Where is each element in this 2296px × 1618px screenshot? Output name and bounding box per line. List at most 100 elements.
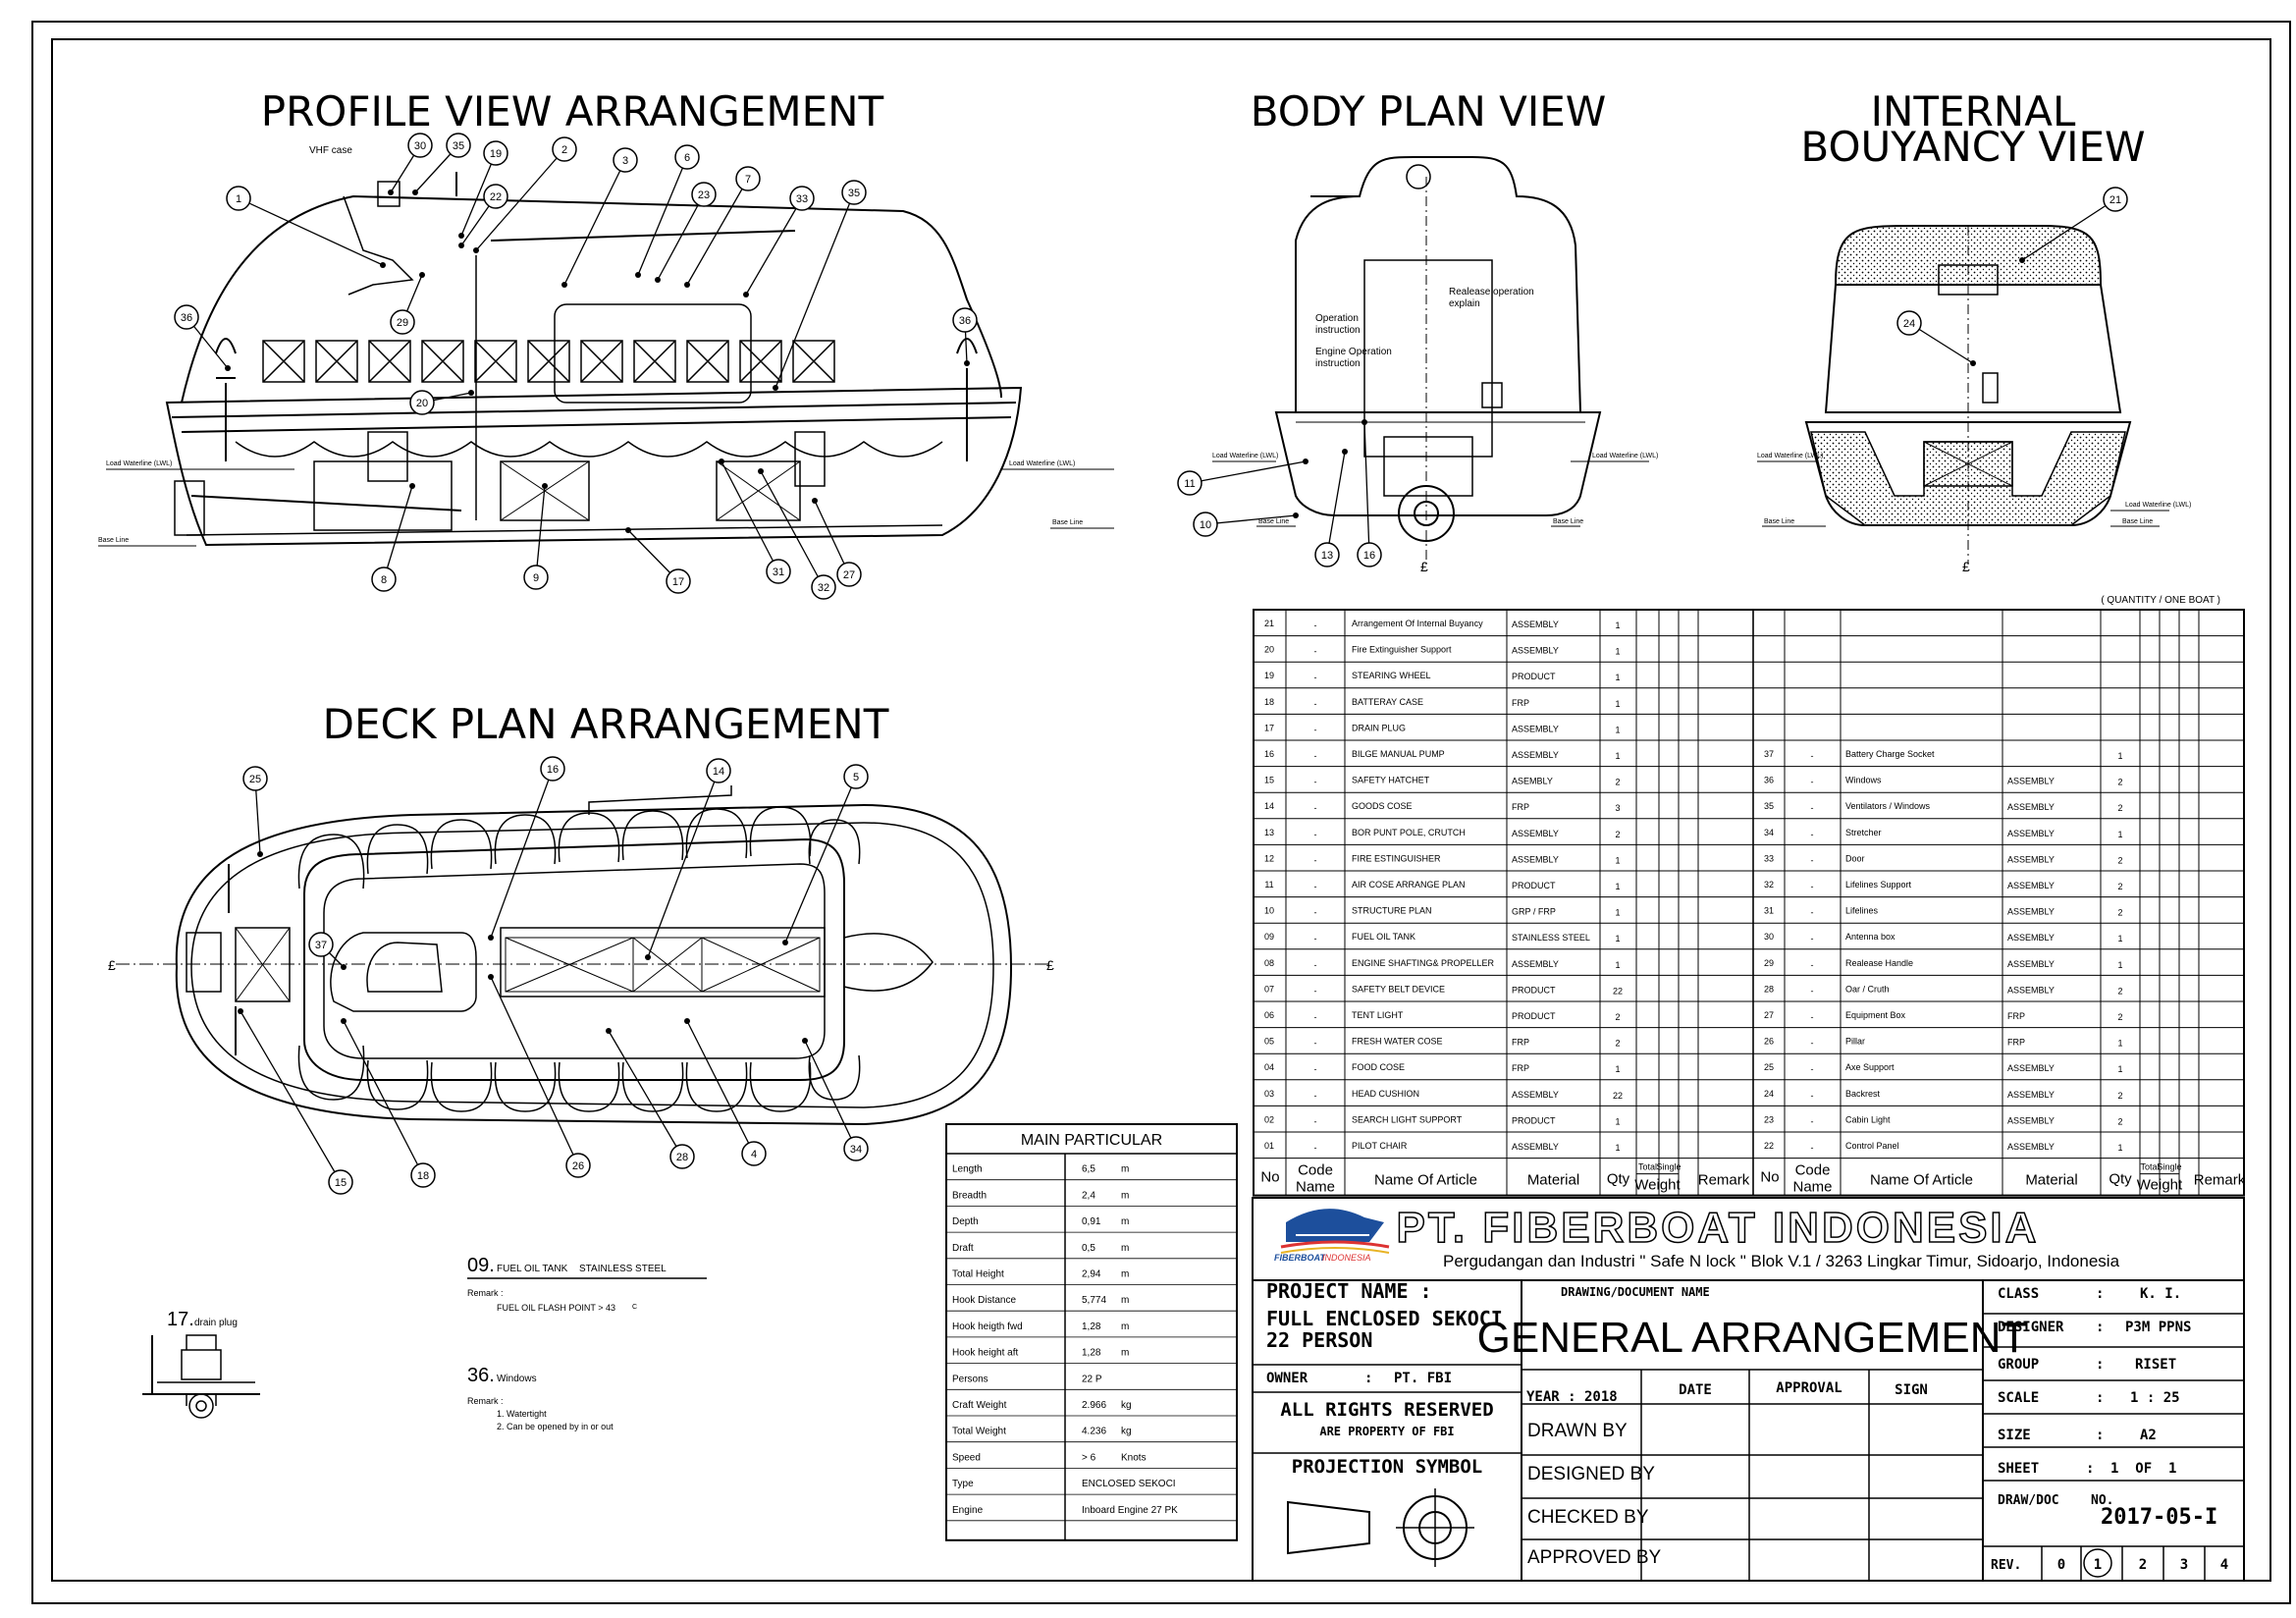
part-name: Cabin Light <box>1845 1114 1891 1124</box>
profile-balloon-number: 29 <box>397 317 408 329</box>
part-qty: 1 <box>1615 908 1620 918</box>
particular-unit: kg <box>1121 1427 1132 1437</box>
rev-3: 3 <box>2180 1557 2188 1573</box>
part-no: 24 <box>1764 1089 1774 1099</box>
part-qty: 2 <box>1615 830 1620 839</box>
particular-key: Length <box>952 1164 983 1175</box>
part-qty: 1 <box>2117 830 2122 839</box>
profile-fwd-hook <box>956 338 978 461</box>
part-name: FUEL OIL TANK <box>1352 932 1415 942</box>
part-qty: 2 <box>1615 1012 1620 1022</box>
particular-key: Hook heigth fwd <box>952 1321 1023 1332</box>
part-qty: 1 <box>1615 725 1620 734</box>
header-single: Single <box>2157 1162 2181 1172</box>
part-no: 09 <box>1264 932 1274 942</box>
profile-balloon-number: 1 <box>236 193 241 205</box>
particular-value: 1,28 <box>1082 1321 1101 1332</box>
part-code: - <box>1314 620 1317 630</box>
particular-key: Hook Distance <box>952 1295 1016 1306</box>
deck-cl-right: £ <box>1046 957 1054 973</box>
sheet-value: 1 OF 1 <box>2110 1461 2176 1477</box>
logo-text-1: FIBERBOAT <box>1274 1253 1326 1263</box>
part-qty: 1 <box>1615 620 1620 630</box>
company-logo: FIBERBOAT INDONESIA <box>1274 1209 1390 1263</box>
profile-balloon-number: 35 <box>453 140 464 152</box>
deck-seat-ring <box>303 837 845 1081</box>
profile-equipment-box <box>716 460 801 521</box>
part-code: - <box>1314 673 1317 682</box>
body-balloon-number: 10 <box>1200 519 1211 531</box>
drawing-name-label: DRAWING/DOCUMENT NAME <box>1561 1285 1710 1299</box>
part-no: 35 <box>1764 801 1774 811</box>
header-remark: Remark <box>2194 1172 2246 1189</box>
part-material: FRP <box>2007 1038 2025 1048</box>
internal-balloon: 24 <box>1896 310 1976 366</box>
deck-center-boxes <box>500 927 826 998</box>
deck-plan-title: DECK PLAN ARRANGEMENT <box>323 700 889 748</box>
part-code: - <box>1811 855 1814 865</box>
body-operation-label-2: instruction <box>1315 325 1361 336</box>
note-drain-plug: 17. drain plug <box>142 1309 260 1419</box>
part-name: Ventilators / Windows <box>1845 801 1931 811</box>
part-no: 16 <box>1264 749 1274 759</box>
owner-label: OWNER <box>1266 1371 1308 1386</box>
particular-value: 5,774 <box>1082 1295 1106 1306</box>
body-balloon-number: 11 <box>1184 478 1195 490</box>
particular-key: Speed <box>952 1452 981 1463</box>
part-no: 25 <box>1764 1062 1774 1072</box>
part-qty: 1 <box>1615 934 1620 944</box>
title-block-labels-plain: GENERAL ARRANGEMENT DRAWN BY DESIGNED BY… <box>1477 1314 2028 1568</box>
designer-label: DESIGNER <box>1998 1320 2064 1335</box>
part-no: 20 <box>1264 645 1274 655</box>
deck-balloon: 28 <box>606 1028 695 1169</box>
part-name: BOR PUNT POLE, CRUTCH <box>1352 828 1466 837</box>
part-name: Equipment Box <box>1845 1010 1906 1020</box>
quantity-note: ( QUANTITY / ONE BOAT ) <box>2101 595 2220 606</box>
part-no: 30 <box>1764 932 1774 942</box>
part-code: - <box>1811 960 1814 970</box>
internal-lwl-right: Load Waterline (LWL) <box>2125 502 2191 509</box>
part-qty: 22 <box>1613 986 1623 996</box>
part-name: Axe Support <box>1845 1062 1895 1072</box>
profile-pilot-chair <box>343 195 414 296</box>
part-no: 06 <box>1264 1010 1274 1020</box>
profile-balloon: 2 <box>473 136 577 253</box>
header-code-2: Name <box>1296 1179 1335 1196</box>
part-material: PRODUCT <box>1512 881 1556 890</box>
part-qty: 1 <box>1615 699 1620 709</box>
note-fuel-oil-tank: 09. FUEL OIL TANK STAINLESS STEEL Remark… <box>467 1255 707 1313</box>
part-code: - <box>1811 778 1814 787</box>
internal-title-line2: BOUYANCY VIEW <box>1800 123 2145 171</box>
part-no: 26 <box>1764 1037 1774 1047</box>
part-code: - <box>1314 1116 1317 1126</box>
class-value: K. I. <box>2140 1286 2181 1302</box>
body-balloon-number: 13 <box>1321 550 1333 562</box>
profile-balloon-number: 32 <box>818 582 829 594</box>
deck-balloon-number: 37 <box>315 940 327 951</box>
part-material: ASSEMBLY <box>1512 829 1559 838</box>
outer-border <box>31 21 2291 1604</box>
deck-balloon: 14 <box>645 758 731 960</box>
profile-balloon-number: 3 <box>622 155 628 167</box>
part-qty: 2 <box>2117 855 2122 865</box>
part-material: ASSEMBLY <box>1512 1090 1559 1100</box>
particular-unit: m <box>1121 1348 1129 1359</box>
part-no: 29 <box>1764 958 1774 968</box>
designed-by-label: DESIGNED BY <box>1527 1464 1655 1484</box>
body-plan-labels: Realease operation explain Operation ins… <box>1212 287 1658 574</box>
particular-unit: m <box>1121 1243 1129 1254</box>
body-operation-label-1: Operation <box>1315 313 1359 324</box>
profile-balloon-number: 36 <box>959 315 971 327</box>
